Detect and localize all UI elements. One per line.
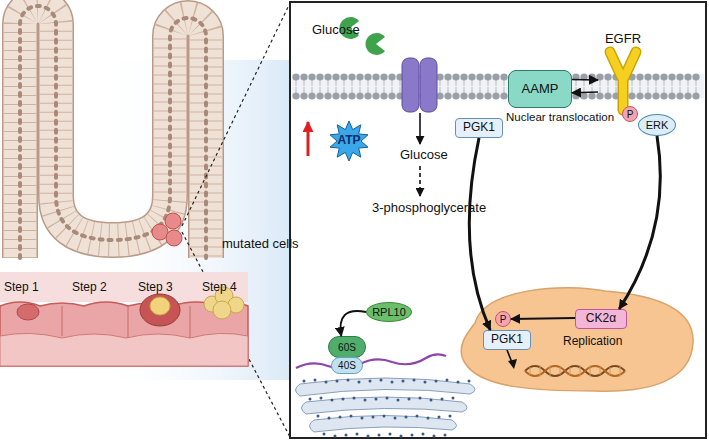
protein-box: PGK1 [455,118,503,138]
glucose-transporter [402,58,437,112]
ribosome-subunit: 40S [331,357,363,374]
receptor-symbol: EGFR [598,32,648,112]
kinase-oval: ERK [638,114,676,136]
node-label: AAMP [522,82,559,96]
zoom-line [182,3,290,226]
node-label: P [627,109,634,120]
edge-arrow [469,138,490,330]
node-label: Replication [563,335,622,348]
node-label: ATP [337,134,360,147]
protein-box: AAMP [508,70,572,108]
step-label: Step 2 [72,280,107,294]
node-label: ERK [646,119,669,131]
step-label: Step 1 [4,280,39,294]
crypt-epithelium [20,6,206,258]
endoplasmic-reticulum [296,378,476,438]
node-label: EGFR [598,32,648,46]
edge-label: Nuclear translocation [506,111,614,123]
step-label: Step 3 [138,280,173,294]
phospho-circle: P [622,106,638,122]
nucleus-shape: Replication PGK1 P CK2α [455,283,697,395]
molecule-label: Glucose [400,147,448,162]
kinase-box: CK2α [575,309,627,329]
edge-arrow [572,91,598,93]
protein-oval: RPL10 [366,302,412,322]
flow-arrow [419,166,421,196]
molecule-label: Glucose [312,22,360,37]
zoom-panel [290,2,706,438]
edge-arrow [619,136,660,309]
atp-star: ATP [322,121,376,161]
node-label: CK2α [586,312,616,325]
node-label: P [500,314,507,325]
mutated-cells [152,213,182,246]
callout-text: mutated cells [222,236,299,251]
protein-box: PGK1 [483,330,531,350]
increase-arrow [307,122,310,156]
ribosome-subunit: 60S [328,336,366,358]
flow-arrow [419,113,421,144]
cell-membrane [292,73,704,99]
node-label: 60S [338,342,356,353]
edge-arrow [572,79,598,81]
phospho-circle: P [495,311,511,327]
mrna-strand [296,354,446,368]
node-label: PGK1 [463,121,495,134]
step-label: Step 4 [202,280,237,294]
edge-arrow [341,311,366,336]
node-label: 40S [338,360,356,371]
molecule-label: 3-phosphoglycerate [372,200,486,215]
node-label: RPL10 [372,306,406,318]
colon-strip [0,272,248,366]
node-label: PGK1 [491,333,523,346]
